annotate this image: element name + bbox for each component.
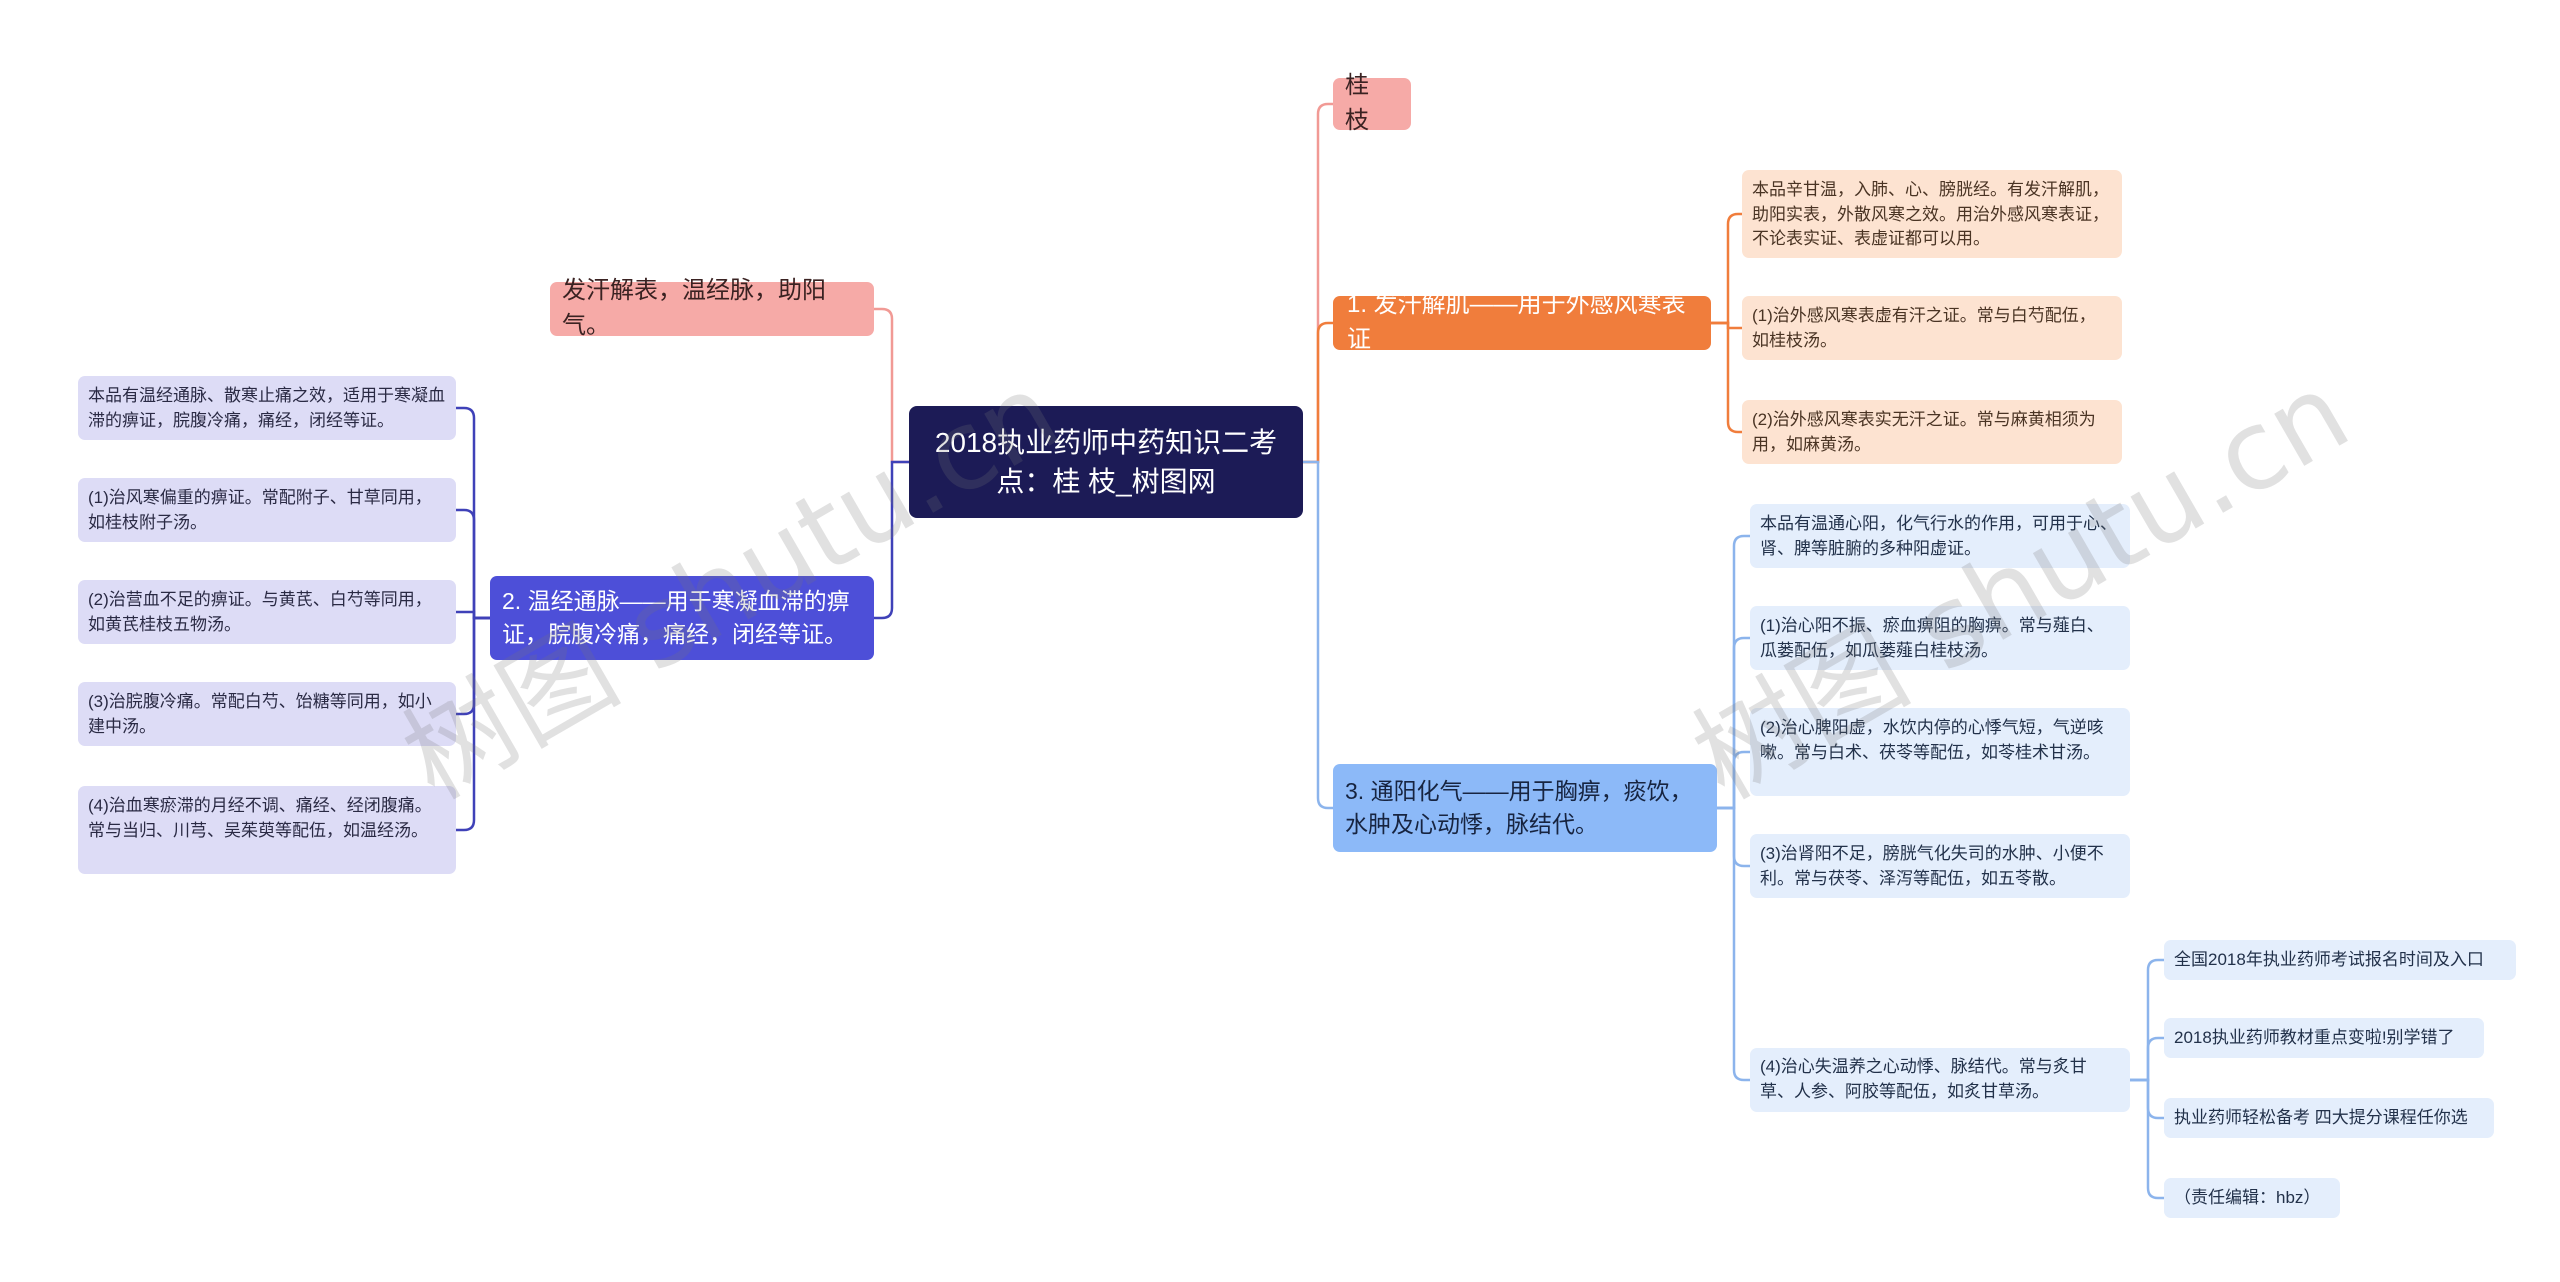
line-root-branch1 <box>1301 321 1335 464</box>
line-b3-leaf1 <box>1715 636 1752 810</box>
leaf-text: 本品辛甘温，入肺、心、膀胱经。有发汗解肌，助阳实表，外散风寒之效。用治外感风寒表… <box>1752 180 2109 249</box>
summary-label: 发汗解表，温经脉，助阳气。 <box>562 277 826 339</box>
branch-1-leaf-2[interactable]: (2)治外感风寒表实无汗之证。常与麻黄相须为用，如麻黄汤。 <box>1742 400 2122 464</box>
line-b2-leaf1 <box>454 508 492 620</box>
line-root-branch3 <box>1301 460 1335 810</box>
branch-2-leaf-3[interactable]: (3)治脘腹冷痛。常配白芍、饴糖等同用，如小建中汤。 <box>78 682 456 746</box>
branch-2-node[interactable]: 2. 温经通脉——用于寒凝血滞的痹证，脘腹冷痛，痛经，闭经等证。 <box>490 576 874 660</box>
line-b2-leaf0 <box>454 406 492 620</box>
branch-3-label: 3. 通阳化气——用于胸痹，痰饮，水肿及心动悸，脉结代。 <box>1345 777 1693 837</box>
leaf-text: (4)治心失温养之心动悸、脉结代。常与炙甘草、人参、阿胶等配伍，如炙甘草汤。 <box>1760 1057 2087 1101</box>
branch-2-leaf-2[interactable]: (2)治营血不足的痹证。与黄芪、白芍等同用，如黄芪桂枝五物汤。 <box>78 580 456 644</box>
sub-leaf-text: 执业药师轻松备考 四大提分课程任你选 <box>2174 1107 2468 1127</box>
line-root-guizhi <box>1301 102 1335 464</box>
summary-node[interactable]: 发汗解表，温经脉，助阳气。 <box>550 277 874 339</box>
leaf-text: 本品有温通心阳，化气行水的作用，可用于心、肾、脾等脏腑的多种阳虚证。 <box>1760 514 2117 558</box>
line-b3-leaf2 <box>1715 750 1752 810</box>
branch-3-node[interactable]: 3. 通阳化气——用于胸痹，痰饮，水肿及心动悸，脉结代。 <box>1333 764 1717 852</box>
leaf-text: (3)治肾阳不足，膀胱气化失司的水肿、小便不利。常与茯苓、泽泻等配伍，如五苓散。 <box>1760 844 2104 888</box>
branch-1-leaf-0[interactable]: 本品辛甘温，入肺、心、膀胱经。有发汗解肌，助阳实表，外散风寒之效。用治外感风寒表… <box>1742 170 2122 258</box>
sub-leaf-1[interactable]: 2018执业药师教材重点变啦!别学错了 <box>2164 1018 2484 1058</box>
line-b1-leaf2 <box>1709 321 1744 434</box>
branch-3-leaf-1[interactable]: (1)治心阳不振、瘀血痹阻的胸痹。常与薤白、瓜蒌配伍，如瓜蒌薤白桂枝汤。 <box>1750 606 2130 670</box>
line-root-branch2 <box>872 460 911 620</box>
leaf-text: (2)治营血不足的痹证。与黄芪、白芍等同用，如黄芪桂枝五物汤。 <box>88 590 432 634</box>
line-sub-1 <box>2128 1036 2166 1082</box>
branch-3-leaf-4[interactable]: (4)治心失温养之心动悸、脉结代。常与炙甘草、人参、阿胶等配伍，如炙甘草汤。 <box>1750 1048 2130 1112</box>
line-sub-3 <box>2128 1078 2166 1200</box>
line-b3-leaf0 <box>1715 534 1752 810</box>
sub-leaf-0[interactable]: 全国2018年执业药师考试报名时间及入口 <box>2164 940 2516 980</box>
sub-leaf-text: （责任编辑：hbz） <box>2174 1187 2321 1207</box>
branch-3-leaf-3[interactable]: (3)治肾阳不足，膀胱气化失司的水肿、小便不利。常与茯苓、泽泻等配伍，如五苓散。 <box>1750 834 2130 898</box>
branch-1-node[interactable]: 1. 发汗解肌——用于外感风寒表证 <box>1333 291 1711 353</box>
sub-leaf-2[interactable]: 执业药师轻松备考 四大提分课程任你选 <box>2164 1098 2494 1138</box>
leaf-text: 本品有温经通脉、散寒止痛之效，适用于寒凝血滞的痹证，脘腹冷痛，痛经，闭经等证。 <box>88 386 445 430</box>
topic-guizhi-node[interactable]: 桂 枝 <box>1333 72 1411 134</box>
leaf-text: (1)治心阳不振、瘀血痹阻的胸痹。常与薤白、瓜蒌配伍，如瓜蒌薤白桂枝汤。 <box>1760 616 2104 660</box>
leaf-text: (4)治血寒瘀滞的月经不调、痛经、经闭腹痛。常与当归、川芎、吴茱萸等配伍，如温经… <box>88 796 432 840</box>
root-node[interactable]: 2018执业药师中药知识二考点：桂 枝_树图网 <box>909 406 1303 518</box>
leaf-text: (1)治风寒偏重的痹证。常配附子、甘草同用，如桂枝附子汤。 <box>88 488 432 532</box>
line-b3-leaf4 <box>1715 806 1752 1082</box>
branch-1-leaf-1[interactable]: (1)治外感风寒表虚有汗之证。常与白芍配伍，如桂枝汤。 <box>1742 296 2122 360</box>
sub-leaf-3[interactable]: （责任编辑：hbz） <box>2164 1178 2340 1218</box>
sub-leaf-text: 全国2018年执业药师考试报名时间及入口 <box>2174 949 2484 969</box>
line-b1-leaf0 <box>1709 212 1744 325</box>
topic-guizhi-label: 桂 枝 <box>1345 72 1369 134</box>
branch-2-leaf-0[interactable]: 本品有温经通脉、散寒止痛之效，适用于寒凝血滞的痹证，脘腹冷痛，痛经，闭经等证。 <box>78 376 456 440</box>
line-b2-leaf4 <box>454 616 492 832</box>
branch-3-leaf-2[interactable]: (2)治心脾阳虚，水饮内停的心悸气短，气逆咳嗽。常与白术、茯苓等配伍，如苓桂术甘… <box>1750 708 2130 796</box>
branch-1-label: 1. 发汗解肌——用于外感风寒表证 <box>1347 291 1686 353</box>
line-sub-0 <box>2128 958 2166 1082</box>
leaf-text: (1)治外感风寒表虚有汗之证。常与白芍配伍，如桂枝汤。 <box>1752 306 2096 350</box>
leaf-text: (2)治外感风寒表实无汗之证。常与麻黄相须为用，如麻黄汤。 <box>1752 410 2096 454</box>
leaf-text: (2)治心脾阳虚，水饮内停的心悸气短，气逆咳嗽。常与白术、茯苓等配伍，如苓桂术甘… <box>1760 718 2104 762</box>
branch-3-leaf-0[interactable]: 本品有温通心阳，化气行水的作用，可用于心、肾、脾等脏腑的多种阳虚证。 <box>1750 504 2130 568</box>
line-root-summary <box>872 307 911 464</box>
branch-2-label: 2. 温经通脉——用于寒凝血滞的痹证，脘腹冷痛，痛经，闭经等证。 <box>502 587 850 647</box>
sub-leaf-text: 2018执业药师教材重点变啦!别学错了 <box>2174 1027 2455 1047</box>
leaf-text: (3)治脘腹冷痛。常配白芍、饴糖等同用，如小建中汤。 <box>88 692 432 736</box>
branch-2-leaf-4[interactable]: (4)治血寒瘀滞的月经不调、痛经、经闭腹痛。常与当归、川芎、吴茱萸等配伍，如温经… <box>78 786 456 874</box>
branch-2-leaf-1[interactable]: (1)治风寒偏重的痹证。常配附子、甘草同用，如桂枝附子汤。 <box>78 478 456 542</box>
root-title: 2018执业药师中药知识二考点：桂 枝_树图网 <box>934 426 1278 497</box>
